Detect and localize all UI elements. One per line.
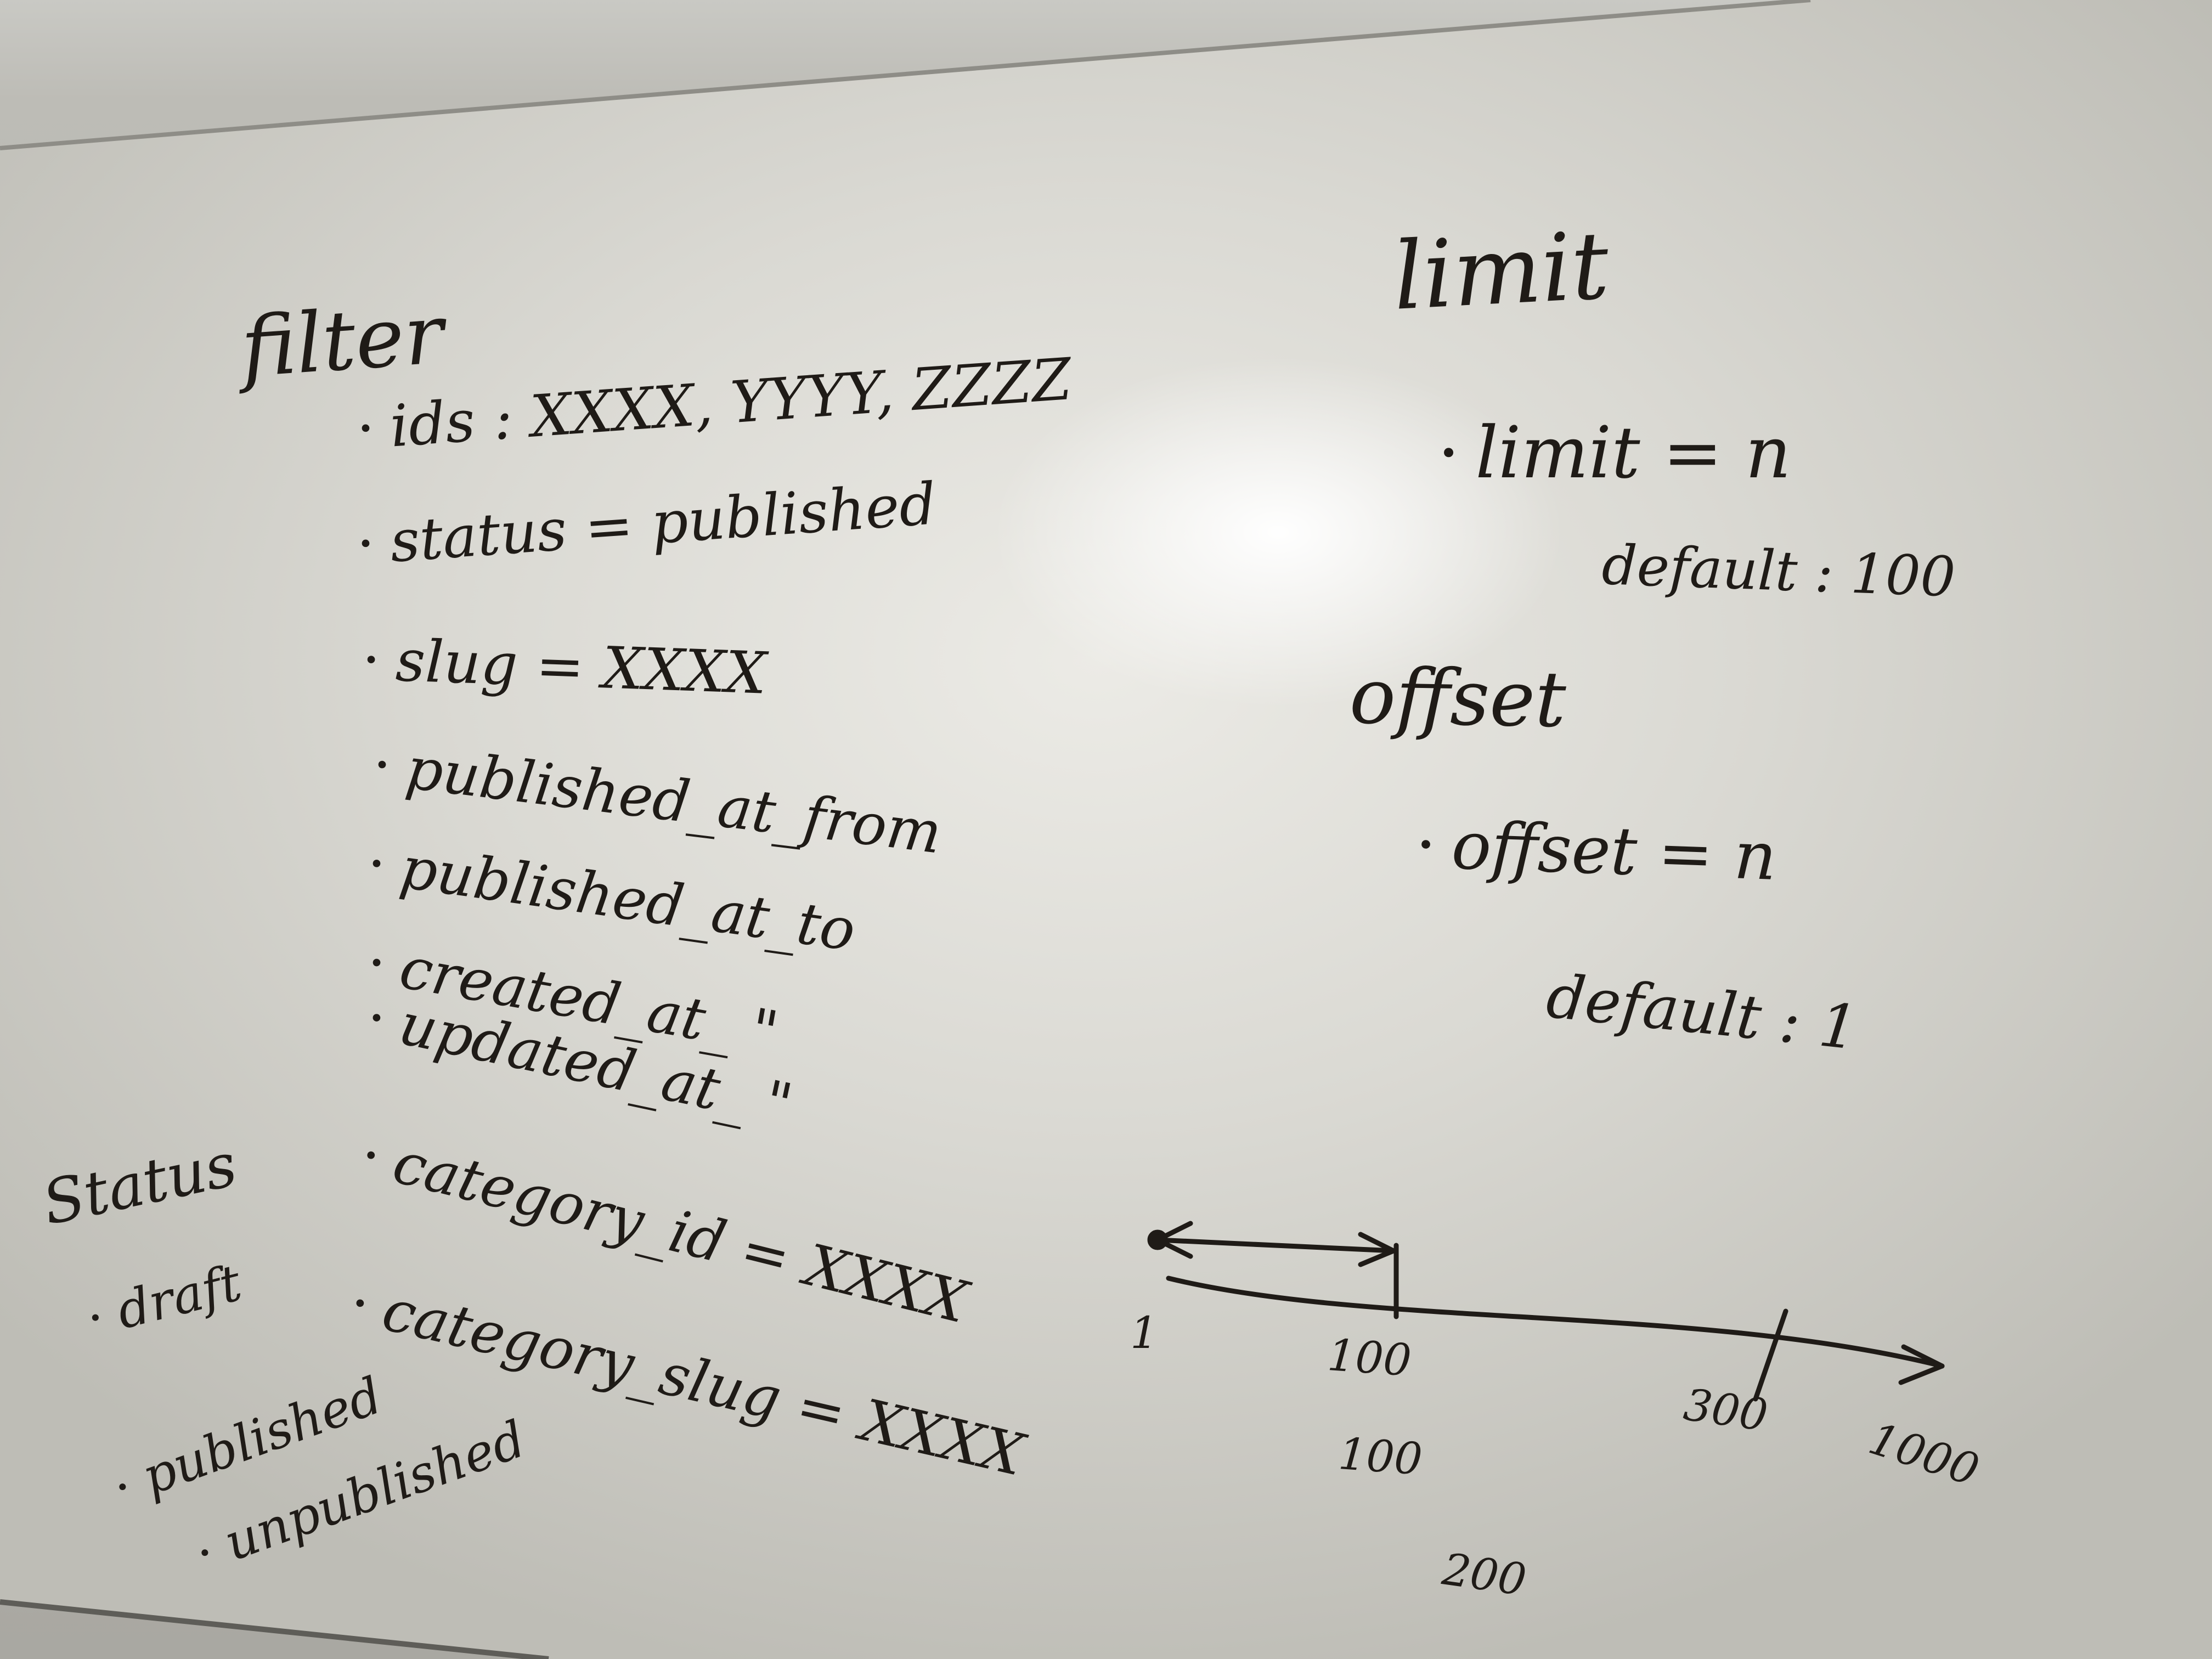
range-start-dot xyxy=(1147,1229,1168,1250)
limit-param-label: limit = n xyxy=(1475,411,1791,494)
bullet: · xyxy=(1437,411,1460,494)
range-arrowhead-right xyxy=(1358,1232,1396,1267)
number-line-arrowhead xyxy=(1898,1344,1945,1385)
below-label-100: 100 xyxy=(1336,1428,1424,1485)
tick-300 xyxy=(1753,1308,1788,1402)
number-line-curve xyxy=(1166,1276,1945,1369)
tick-label-300: 300 xyxy=(1680,1379,1771,1441)
below-label-200: 200 xyxy=(1439,1543,1530,1606)
tick-label-1: 1 xyxy=(1130,1307,1158,1358)
tick-label-100: 100 xyxy=(1325,1329,1413,1386)
limit-param: ·limit = n xyxy=(1437,417,1791,488)
range-double-arrow xyxy=(1155,1237,1396,1254)
